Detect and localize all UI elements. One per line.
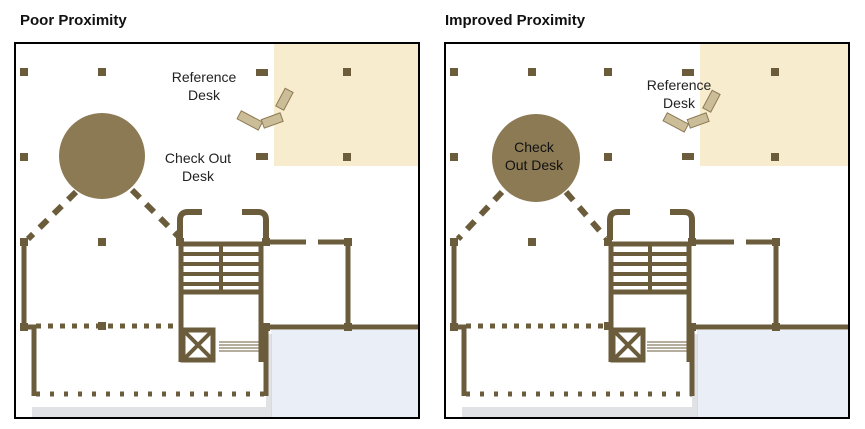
checkout-desk-label-line1: Check Out <box>165 150 231 166</box>
lower-right-area <box>271 330 418 417</box>
floor-plan-svg: Reference Desk Check Out Desk <box>20 44 418 417</box>
walls <box>451 238 848 396</box>
floor-plan-improved-proximity: Reference Desk Check Out Desk <box>444 42 850 419</box>
checkout-desk-label-line1: Check <box>514 139 555 155</box>
walls <box>21 238 418 396</box>
checkout-desk <box>492 114 580 202</box>
panel-title-improved-proximity: Improved Proximity <box>445 12 586 29</box>
reference-area <box>274 44 418 166</box>
reference-desk-label-line2: Desk <box>663 95 696 111</box>
checkout-desk <box>59 113 145 199</box>
checkout-desk-label-line2: Out Desk <box>505 157 564 173</box>
floor-plan-svg: Reference Desk Check Out Desk <box>450 44 848 417</box>
stair-hall <box>607 209 695 363</box>
checkout-desk-label-line2: Desk <box>182 168 215 184</box>
reference-desk <box>662 89 721 133</box>
reference-area <box>700 44 848 166</box>
reference-desk <box>236 87 294 131</box>
reference-desk-label-line1: Reference <box>647 77 712 93</box>
stair-hall <box>177 209 269 363</box>
diagonal-walls <box>455 189 609 242</box>
lower-right-area <box>697 330 848 417</box>
reference-desk-label-line1: Reference <box>172 69 237 85</box>
reference-desk-label-line2: Desk <box>188 87 221 103</box>
panel-title-poor-proximity: Poor Proximity <box>20 12 127 29</box>
floor-plan-poor-proximity: Reference Desk Check Out Desk <box>14 42 420 419</box>
lower-wing <box>456 327 692 407</box>
lower-wing <box>26 327 266 407</box>
